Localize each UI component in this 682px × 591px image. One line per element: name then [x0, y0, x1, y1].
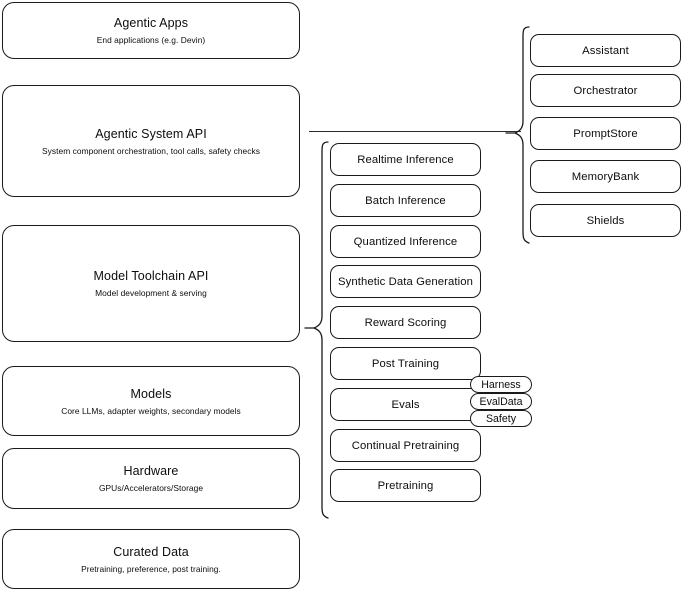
layer-title: Agentic Apps — [113, 16, 189, 30]
brace-model-toolchain — [304, 141, 329, 519]
component-memorybank[interactable]: MemoryBank — [530, 160, 681, 193]
component-label: Evals — [391, 398, 420, 411]
component-pretraining[interactable]: Pretraining — [330, 469, 481, 502]
component-reward-scoring[interactable]: Reward Scoring — [330, 306, 481, 339]
component-quantized-inference[interactable]: Quantized Inference — [330, 225, 481, 258]
component-continual-pretraining[interactable]: Continual Pretraining — [330, 429, 481, 462]
layer-agentic-apps[interactable]: Agentic Apps End applications (e.g. Devi… — [2, 2, 300, 59]
component-label: Batch Inference — [365, 194, 446, 207]
component-label: Post Training — [371, 357, 440, 370]
component-label: MemoryBank — [571, 170, 640, 183]
layer-title: Model Toolchain API — [93, 269, 209, 283]
layer-subtitle: End applications (e.g. Devin) — [96, 35, 206, 45]
evals-tag-label: Harness — [481, 378, 521, 391]
layer-subtitle: GPUs/Accelerators/Storage — [98, 483, 204, 493]
layer-model-toolchain-api[interactable]: Model Toolchain API Model development & … — [2, 225, 300, 342]
component-label: PromptStore — [573, 127, 638, 140]
layer-subtitle: Model development & serving — [95, 288, 207, 298]
component-shields[interactable]: Shields — [530, 204, 681, 237]
layer-title: Hardware — [123, 464, 179, 478]
layer-subtitle: Pretraining, preference, post training. — [81, 563, 221, 574]
component-label: Quantized Inference — [353, 235, 458, 248]
evals-tag-harness[interactable]: Harness — [470, 376, 532, 393]
layer-title: Curated Data — [113, 544, 189, 559]
component-post-training[interactable]: Post Training — [330, 347, 481, 380]
layer-curated-data[interactable]: Curated Data Pretraining, preference, po… — [2, 529, 300, 589]
component-label: Realtime Inference — [357, 153, 454, 166]
component-label: Assistant — [582, 44, 629, 57]
layer-models[interactable]: Models Core LLMs, adapter weights, secon… — [2, 366, 300, 436]
layer-title: Models — [130, 386, 172, 401]
evals-tag-label: Safety — [485, 412, 517, 425]
component-label: Shields — [586, 214, 625, 227]
component-promptstore[interactable]: PromptStore — [530, 117, 681, 150]
component-label: Reward Scoring — [364, 316, 447, 329]
layer-subtitle: Core LLMs, adapter weights, secondary mo… — [61, 405, 241, 416]
component-label: Pretraining — [377, 479, 434, 492]
component-realtime-inference[interactable]: Realtime Inference — [330, 143, 481, 176]
layer-hardware[interactable]: Hardware GPUs/Accelerators/Storage — [2, 448, 300, 509]
component-orchestrator[interactable]: Orchestrator — [530, 74, 681, 107]
evals-tag-safety[interactable]: Safety — [470, 410, 532, 427]
component-assistant[interactable]: Assistant — [530, 34, 681, 67]
layer-title: Agentic System API — [95, 126, 207, 141]
component-synthetic-data-generation[interactable]: Synthetic Data Generation — [330, 265, 481, 298]
component-label: Continual Pretraining — [351, 439, 460, 452]
layer-subtitle: System component orchestration, tool cal… — [42, 145, 260, 156]
component-evals[interactable]: Evals — [330, 388, 481, 421]
component-label: Orchestrator — [573, 84, 638, 97]
evals-tag-evaldata[interactable]: EvalData — [470, 393, 532, 410]
connector-line-agentic-system — [309, 131, 521, 133]
brace-agentic-system — [505, 26, 530, 244]
evals-tag-label: EvalData — [479, 395, 523, 408]
component-label: Synthetic Data Generation — [337, 275, 473, 288]
component-batch-inference[interactable]: Batch Inference — [330, 184, 481, 217]
layer-agentic-system-api[interactable]: Agentic System API System component orch… — [2, 85, 300, 197]
